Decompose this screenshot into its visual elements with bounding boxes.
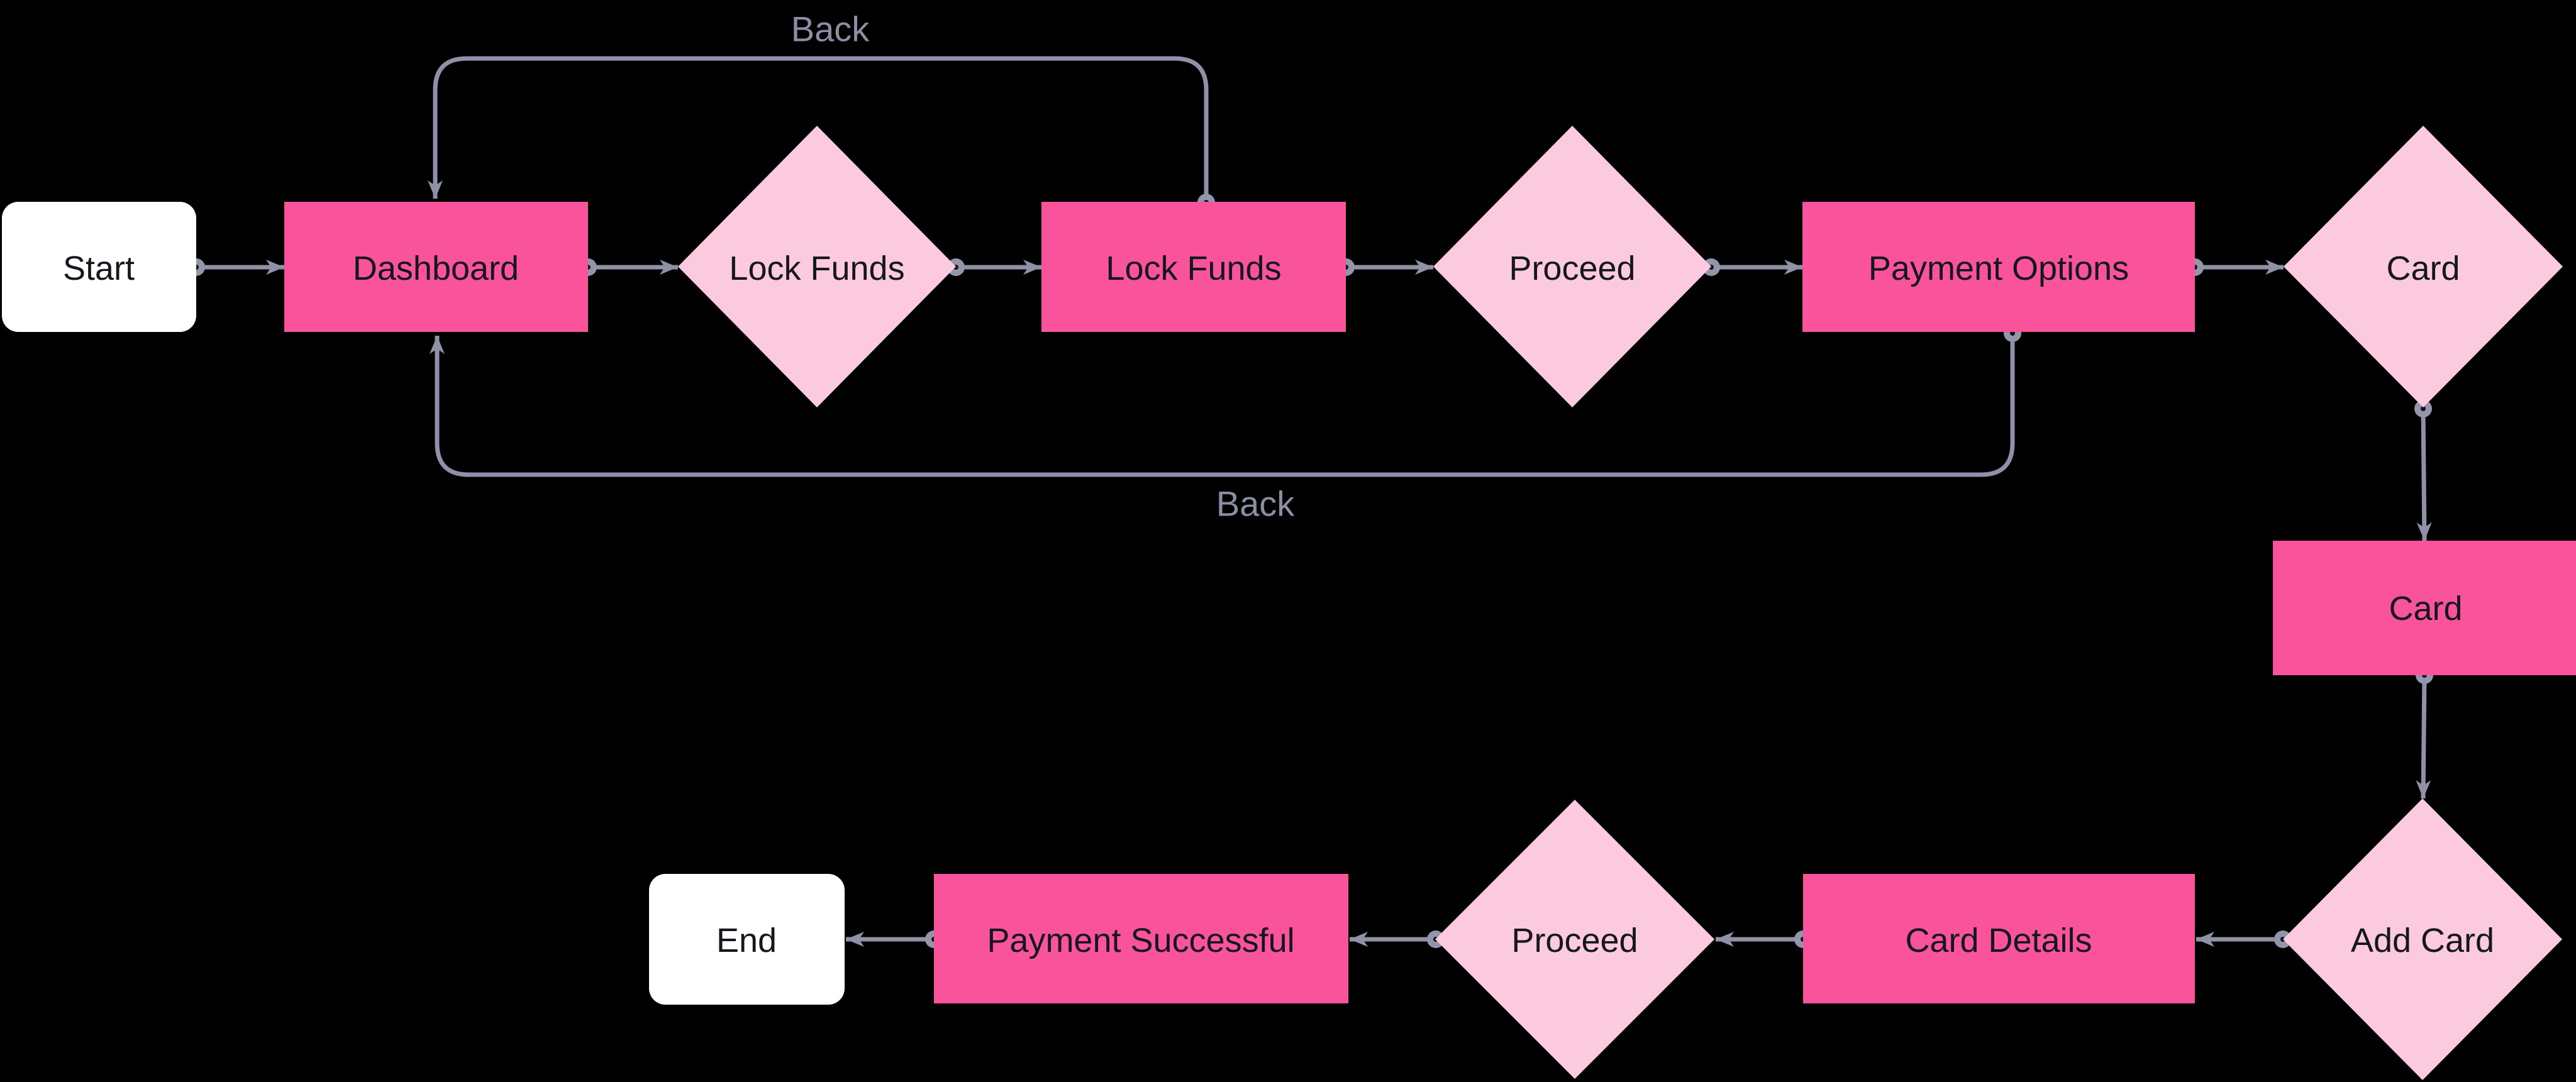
node-payment-options-label: Payment Options — [1868, 250, 2129, 287]
node-card[interactable]: Card — [2273, 541, 2576, 675]
edge-payment-successful-end[interactable] — [846, 930, 943, 948]
node-lock-funds[interactable]: Lock Funds — [1041, 202, 1346, 332]
node-proceed-decision-2-label: Proceed — [1511, 922, 1638, 959]
edge-card-add-card-decision[interactable] — [2416, 666, 2433, 799]
node-card-details-label: Card Details — [1905, 922, 2092, 959]
node-payment-options[interactable]: Payment Options — [1802, 202, 2195, 332]
node-payment-successful-label: Payment Successful — [987, 922, 1294, 959]
node-dashboard[interactable]: Dashboard — [284, 202, 588, 332]
edge-card-details-proceed-decision[interactable] — [1716, 930, 1812, 948]
edge-start-dashboard[interactable] — [187, 258, 284, 276]
edge-proceed-decision-payment-options[interactable] — [1702, 258, 1802, 276]
node-card-decision-label: Card — [2386, 250, 2460, 287]
node-end[interactable]: End — [649, 874, 845, 1005]
edge-lock-funds-back-dashboard[interactable]: Back — [428, 9, 1215, 212]
edge-lock-funds-decision-lock-funds[interactable] — [947, 258, 1041, 276]
edge-proceed-decision-payment-successful[interactable] — [1350, 930, 1445, 948]
edge-dashboard-lock-funds-decision[interactable] — [579, 258, 678, 276]
node-card-label: Card — [2389, 590, 2462, 627]
node-proceed-decision-1-label: Proceed — [1509, 250, 1635, 287]
node-start-label: Start — [63, 250, 135, 287]
edge-label-back-bottom: Back — [1216, 484, 1295, 524]
node-add-card-decision-label: Add Card — [2351, 922, 2494, 959]
edge-label-back-top: Back — [791, 9, 870, 49]
edge-add-card-decision-card-details[interactable] — [2196, 930, 2292, 948]
node-lock-funds-label: Lock Funds — [1106, 250, 1281, 287]
edge-card-decision-card[interactable] — [2414, 400, 2432, 541]
node-start[interactable]: Start — [2, 202, 196, 332]
node-proceed-decision-2[interactable]: Proceed — [1435, 800, 1714, 1079]
edge-lock-funds-proceed-decision[interactable] — [1337, 258, 1433, 276]
node-add-card-decision[interactable]: Add Card — [2283, 798, 2562, 1080]
node-dashboard-label: Dashboard — [353, 250, 519, 287]
edges-layer: Back Back — [187, 9, 2433, 948]
node-lock-funds-decision-label: Lock Funds — [729, 250, 904, 287]
node-proceed-decision-1[interactable]: Proceed — [1433, 126, 1711, 407]
node-end-label: End — [716, 922, 777, 959]
edge-payment-options-back-dashboard[interactable]: Back — [430, 324, 2021, 524]
node-card-decision[interactable]: Card — [2284, 126, 2563, 407]
edge-source-dot-hole — [2421, 406, 2426, 411]
edge-payment-options-card-decision[interactable] — [2186, 258, 2284, 276]
node-card-details[interactable]: Card Details — [1803, 874, 2195, 1003]
node-payment-successful[interactable]: Payment Successful — [934, 874, 1348, 1003]
node-lock-funds-decision[interactable]: Lock Funds — [678, 126, 956, 407]
nodes-layer: Start Dashboard Lock Funds Lock Funds Pr… — [2, 126, 2576, 1080]
